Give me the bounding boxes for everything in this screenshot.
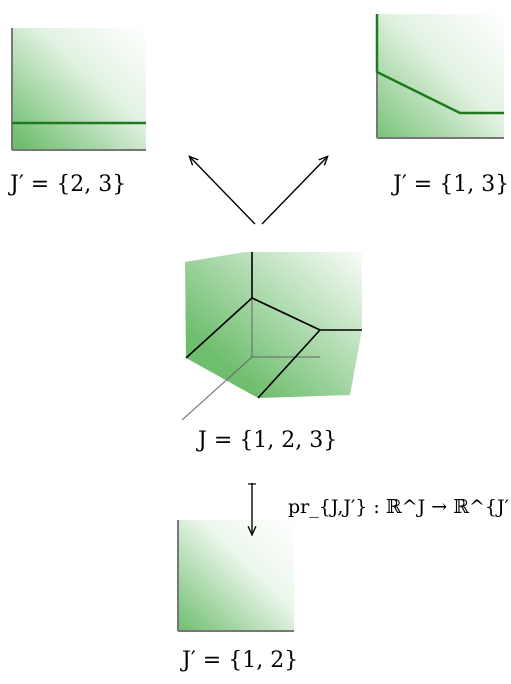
region-j12 <box>178 520 294 631</box>
label-top-left: J′ = {2, 3} <box>10 172 127 197</box>
region-j23 <box>12 28 146 150</box>
label-bottom: J′ = {1, 2} <box>182 648 299 673</box>
panel-j23 <box>11 28 146 151</box>
label-center: J = {1, 2, 3} <box>198 428 338 453</box>
thin-axis-diagonal <box>181 356 253 421</box>
panel-j12 <box>177 520 294 632</box>
panel-j13 <box>375 14 504 139</box>
edge-front-left <box>185 297 253 359</box>
panel-j123 <box>181 252 362 421</box>
arrow-up-right <box>261 157 327 225</box>
region-j13 <box>377 14 504 138</box>
boundary-curve-j13 <box>375 14 504 115</box>
arrow-up-left <box>190 157 256 225</box>
region-j123 <box>185 252 362 398</box>
label-top-right: J′ = {1, 3} <box>393 172 510 197</box>
edge-front-right <box>257 329 321 399</box>
edge-ridge <box>251 297 321 331</box>
label-projection-map: pr_{J,J′} : ℝ^J → ℝ^{J′} <box>288 496 511 518</box>
